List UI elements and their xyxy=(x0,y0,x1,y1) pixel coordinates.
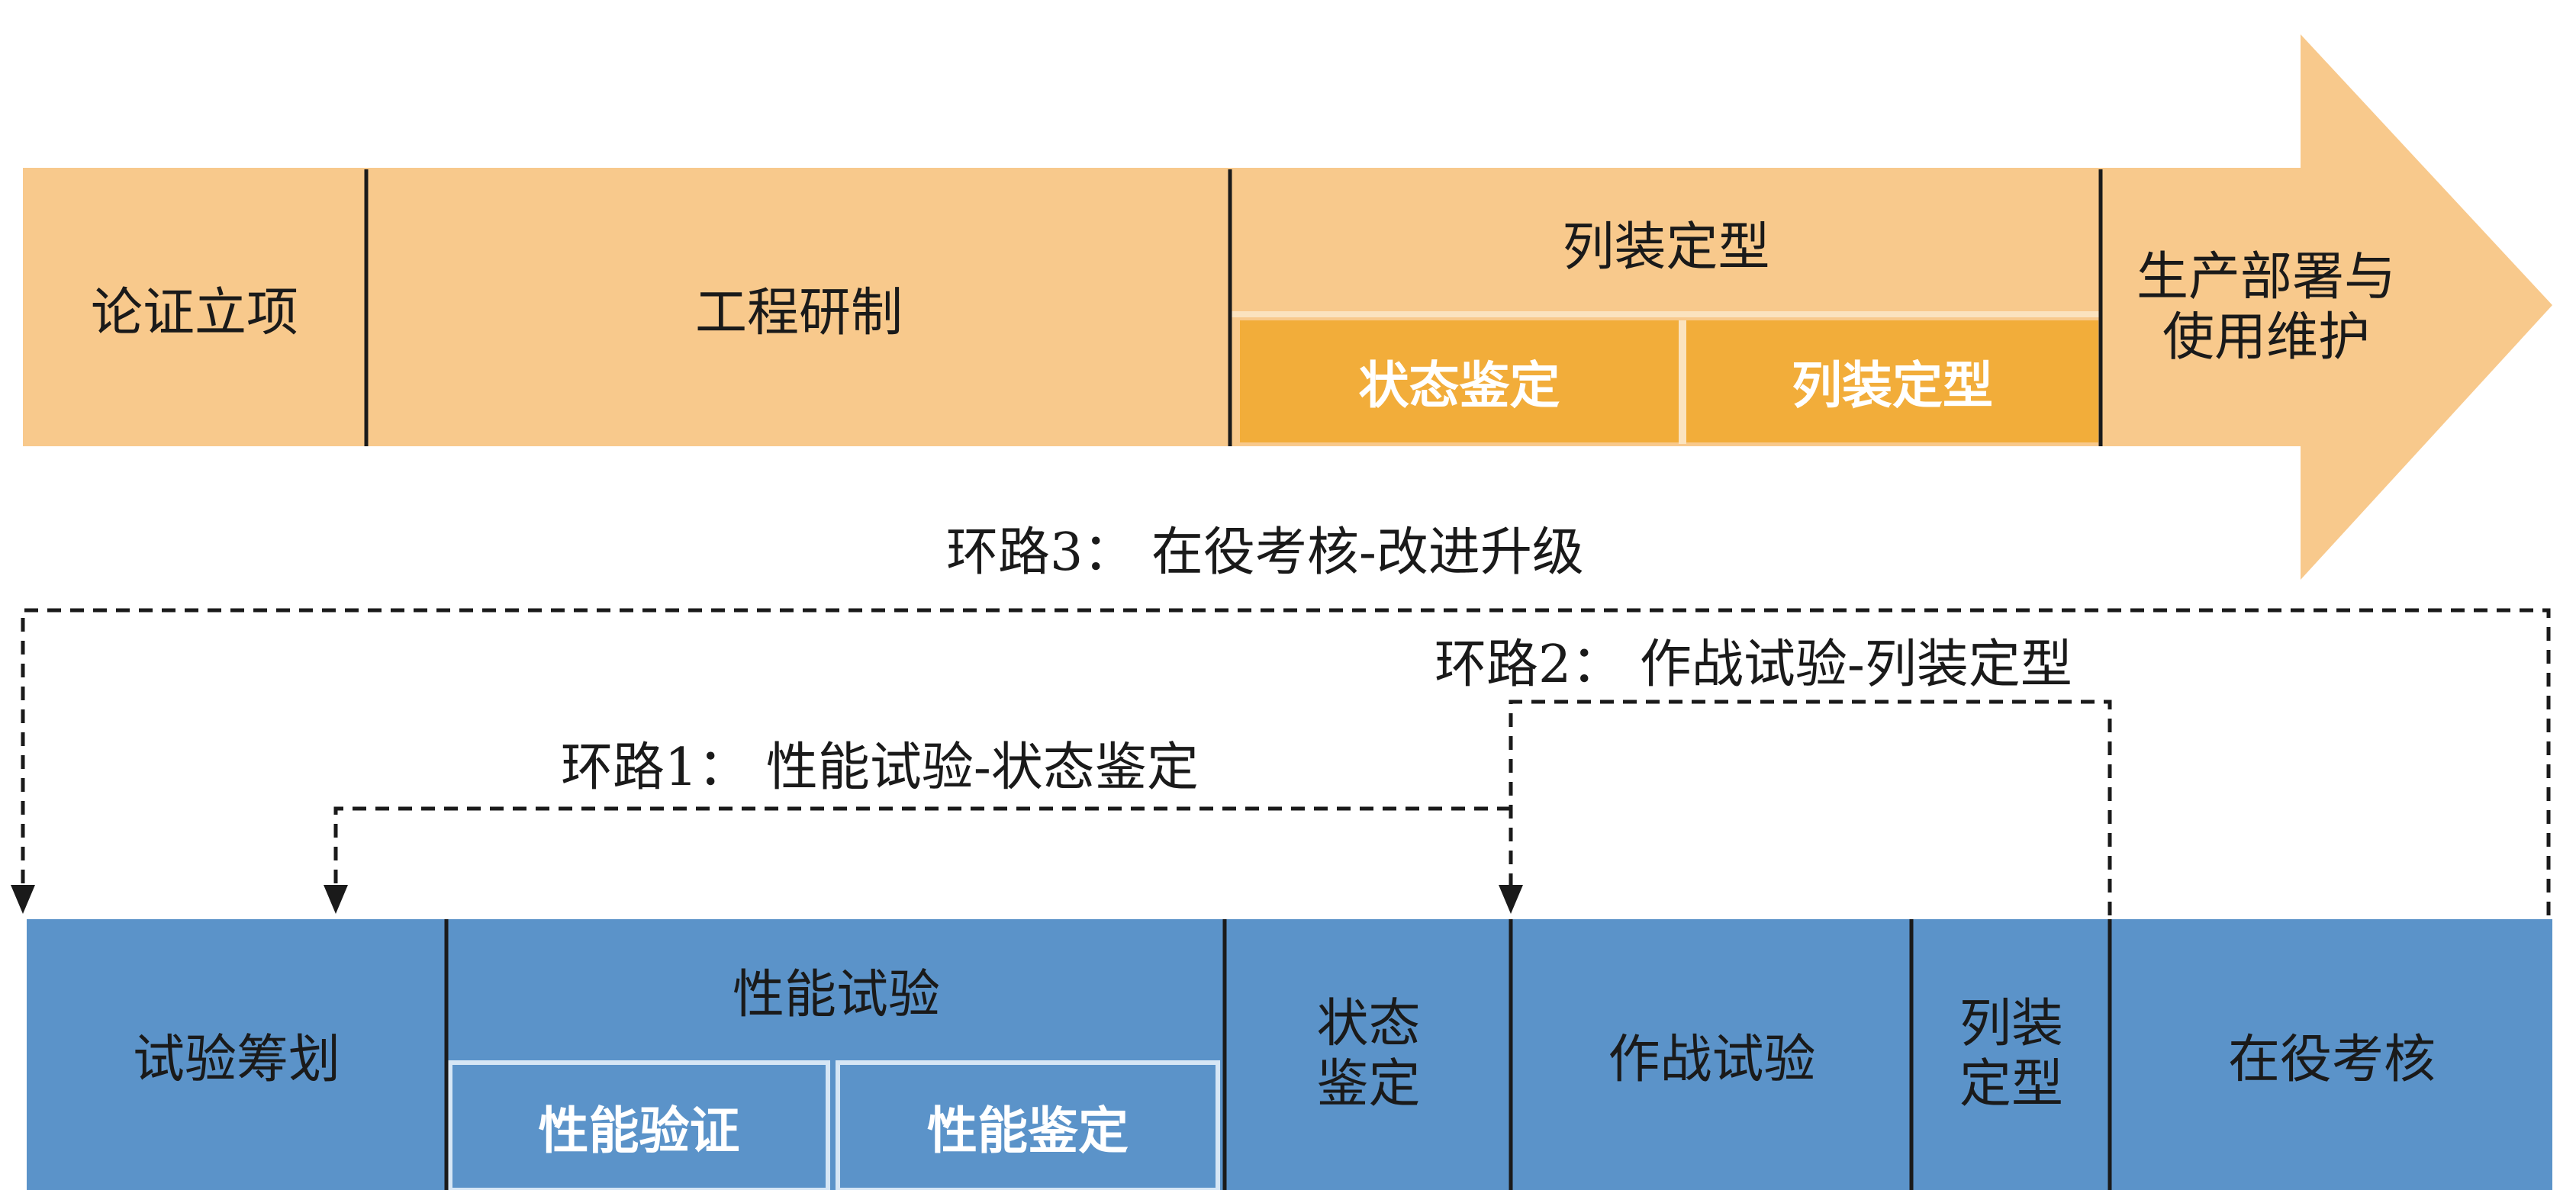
top-sub-box-2 xyxy=(1686,320,2098,442)
loop1-path xyxy=(333,806,1511,900)
equipment-finalization-line1: 列装 xyxy=(1959,994,2063,1055)
equipment-finalization: 列装 定型 xyxy=(1913,919,2110,1190)
performance-appraisal-label: 性能鉴定 xyxy=(927,1100,1129,1160)
sub-equipment-finalization: 列装定型 xyxy=(1686,320,2098,442)
stage-engineering-label: 工程研制 xyxy=(694,283,903,343)
loop2-path xyxy=(1509,700,2112,915)
in-service-evaluation-label: 在役考核 xyxy=(2227,1030,2436,1090)
in-service-evaluation: 在役考核 xyxy=(2111,919,2552,1190)
performance-verification-label: 性能验证 xyxy=(538,1100,740,1160)
stage-engineering: 工程研制 xyxy=(368,169,1230,446)
stage-production: 生产部署与 使用维护 xyxy=(2106,169,2426,446)
stage-production-line2: 使用维护 xyxy=(2162,307,2370,368)
bottom-sub-box-2 xyxy=(836,1060,1220,1190)
performance-test-label: 性能试验 xyxy=(732,965,940,1025)
performance-test: 性能试验 xyxy=(448,919,1225,1060)
loop1-label: 环路1： 性能试验-状态鉴定 xyxy=(561,738,1199,798)
test-planning-label: 试验筹划 xyxy=(132,1030,340,1090)
stage-production-line1: 生产部署与 xyxy=(2136,247,2396,308)
combat-test-label: 作战试验 xyxy=(1608,1030,1816,1090)
state-appraisal-line2: 鉴定 xyxy=(1316,1053,1421,1114)
loop3-path xyxy=(21,608,2551,915)
performance-appraisal: 性能鉴定 xyxy=(838,1063,1218,1190)
sub-state-appraisal: 状态鉴定 xyxy=(1240,320,1679,442)
bottom-sub-box-1 xyxy=(448,1060,830,1190)
combat-test: 作战试验 xyxy=(1512,919,1911,1190)
top-sub-box-1 xyxy=(1240,320,1679,442)
performance-verification: 性能验证 xyxy=(450,1063,828,1190)
state-appraisal-line1: 状态 xyxy=(1316,994,1421,1055)
loop3-label: 环路3： 在役考核-改进升级 xyxy=(946,523,1584,583)
stage-demonstration: 论证立项 xyxy=(23,169,366,446)
test-planning: 试验筹划 xyxy=(27,919,446,1190)
stage-finalization-label: 列装定型 xyxy=(1562,217,1770,278)
state-appraisal: 状态 鉴定 xyxy=(1226,919,1511,1190)
lifecycle-arrow xyxy=(23,34,2552,580)
equipment-finalization-line2: 定型 xyxy=(1959,1053,2063,1114)
stage-demonstration-label: 论证立项 xyxy=(90,283,298,343)
stage-finalization: 列装定型 xyxy=(1232,169,2101,314)
sub-equipment-finalization-label: 列装定型 xyxy=(1792,355,1993,415)
sub-state-appraisal-label: 状态鉴定 xyxy=(1358,355,1560,415)
loop2-label: 环路2： 作战试验-列装定型 xyxy=(1435,635,2072,695)
